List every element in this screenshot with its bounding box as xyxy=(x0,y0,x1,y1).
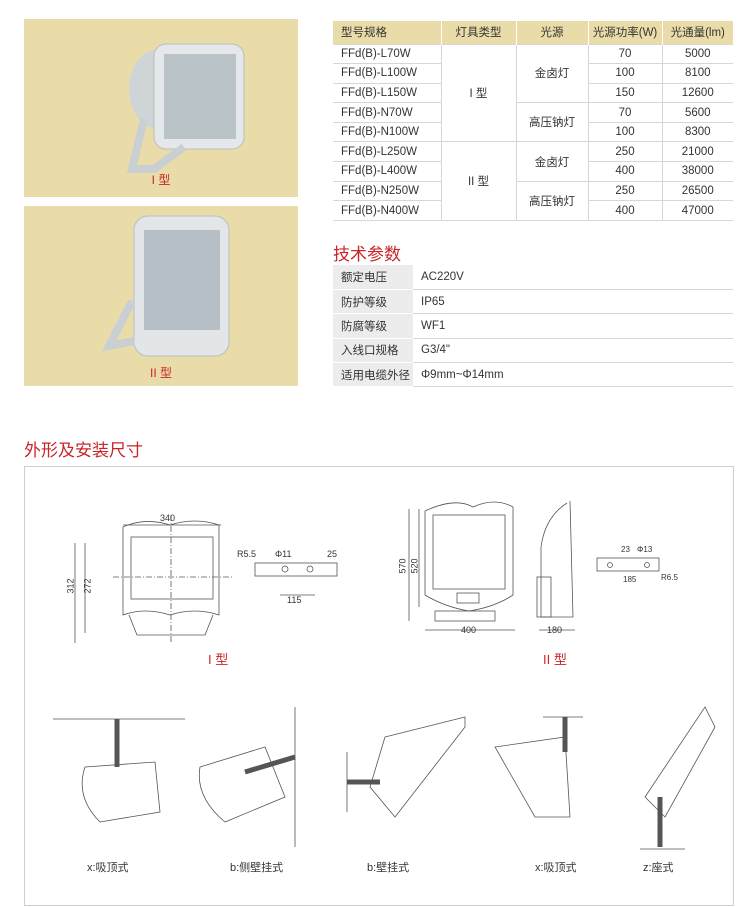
dim-height-outer: 570 xyxy=(397,558,408,574)
model-cell: FFd(B)-L400W xyxy=(333,161,442,182)
product-caption: II 型 xyxy=(149,366,172,380)
specs-title: 技术参数 xyxy=(333,245,401,264)
dim-offset: 23 xyxy=(621,545,630,554)
header-source: 光源 xyxy=(516,21,589,44)
model-cell: FFd(B)-N400W xyxy=(333,200,442,221)
power-cell: 100 xyxy=(587,63,663,84)
power-cell: 250 xyxy=(587,180,663,202)
product-caption: I 型 xyxy=(151,173,171,187)
dim-offset: 25 xyxy=(327,549,338,559)
dim-radius: R5.5 xyxy=(237,549,257,559)
spec-key: 适用电缆外径 xyxy=(333,362,413,388)
drawing-caption-type1: I 型 xyxy=(208,652,229,667)
spec-value: WF1 xyxy=(413,313,733,339)
flux-cell: 8100 xyxy=(661,63,733,84)
power-cell: 70 xyxy=(587,43,663,65)
dim-height-outer: 312 xyxy=(65,578,76,594)
dim-width: 340 xyxy=(160,513,176,523)
spec-key: 防腐等级 xyxy=(333,313,413,339)
power-cell: 150 xyxy=(587,82,663,104)
mount-ceiling-caption: x:吸顶式 xyxy=(87,862,129,874)
power-cell: 100 xyxy=(587,121,663,143)
dim-height-inner: 520 xyxy=(409,558,420,574)
source-cell: 高压钠灯 xyxy=(515,102,589,143)
spec-value: G3/4" xyxy=(413,338,733,364)
source-cell: 金卤灯 xyxy=(515,141,589,182)
spec-value: IP65 xyxy=(413,289,733,315)
flux-cell: 21000 xyxy=(661,141,733,163)
type-cell: I 型 xyxy=(440,43,517,143)
model-table: 型号规格 灯具类型 光源 光源功率(W) 光通量(lm) FFd(B)-L70W… xyxy=(333,21,733,221)
power-cell: 70 xyxy=(587,102,663,123)
floodlight-type2-photo xyxy=(101,215,230,357)
mount-side-wall-caption: b:侧壁挂式 xyxy=(230,862,284,874)
mount-wall-caption: b:壁挂式 xyxy=(367,862,410,874)
flux-cell: 47000 xyxy=(661,200,733,221)
spec-key: 入线口规格 xyxy=(333,338,413,364)
power-cell: 400 xyxy=(587,161,663,182)
source-cell: 高压钠灯 xyxy=(515,180,589,221)
power-cell: 250 xyxy=(587,141,663,163)
spec-value: Φ9mm~Φ14mm xyxy=(413,362,733,388)
product-image-type2: II 型 xyxy=(24,206,298,386)
flux-cell: 8300 xyxy=(661,121,733,143)
dimensions-title: 外形及安装尺寸 xyxy=(24,441,143,460)
flux-cell: 38000 xyxy=(661,161,733,182)
model-cell: FFd(B)-N250W xyxy=(333,180,442,202)
header-model: 型号规格 xyxy=(333,21,442,44)
dim-radius: R6.5 xyxy=(661,573,678,582)
technical-drawing xyxy=(53,500,716,850)
spec-key: 额定电压 xyxy=(333,265,413,290)
model-cell: FFd(B)-L150W xyxy=(333,82,442,104)
dimension-drawings: 340 312 272 R5.5 Φ11 25 115 I 型 570 520 … xyxy=(24,466,734,906)
model-cell: FFd(B)-N70W xyxy=(333,102,442,123)
flux-cell: 26500 xyxy=(661,180,733,202)
mount-base-caption: z:座式 xyxy=(643,862,674,874)
dim-width: 400 xyxy=(461,625,477,635)
dim-depth: 180 xyxy=(547,625,563,635)
header-power: 光源功率(W) xyxy=(588,21,663,44)
header-flux: 光通量(lm) xyxy=(662,21,733,44)
flux-cell: 5000 xyxy=(661,43,733,65)
power-cell: 400 xyxy=(587,200,663,221)
model-cell: FFd(B)-L70W xyxy=(333,43,442,65)
product-image-type1: I 型 xyxy=(24,19,298,197)
model-cell: FFd(B)-N100W xyxy=(333,121,442,143)
dim-hole: Φ13 xyxy=(637,545,653,554)
spec-value: AC220V xyxy=(413,265,733,290)
mount-ceiling-caption: x:吸顶式 xyxy=(535,862,577,874)
flux-cell: 12600 xyxy=(661,82,733,104)
table-header: 型号规格 灯具类型 光源 光源功率(W) 光通量(lm) xyxy=(333,21,733,44)
model-cell: FFd(B)-L250W xyxy=(333,141,442,163)
dim-spacing: 115 xyxy=(287,595,302,605)
dim-hole: Φ11 xyxy=(275,549,292,559)
source-cell: 金卤灯 xyxy=(515,43,589,104)
model-cell: FFd(B)-L100W xyxy=(333,63,442,84)
type-cell: II 型 xyxy=(440,141,517,221)
spec-key: 防护等级 xyxy=(333,289,413,315)
flux-cell: 5600 xyxy=(661,102,733,123)
dim-height-inner: 272 xyxy=(82,578,93,594)
dim-spacing: 185 xyxy=(623,575,637,584)
header-type: 灯具类型 xyxy=(441,21,517,44)
drawing-caption-type2: II 型 xyxy=(543,652,567,667)
floodlight-type1-photo xyxy=(126,43,245,173)
